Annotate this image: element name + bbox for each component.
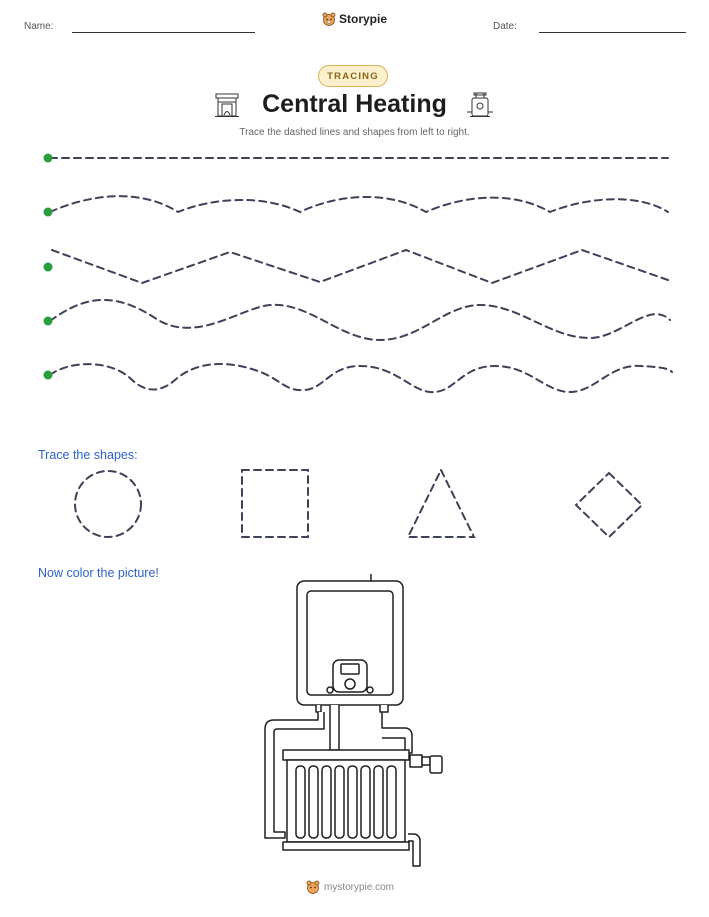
name-line[interactable]	[72, 32, 255, 33]
page-title: Central Heating	[262, 90, 447, 118]
storypie-logo-icon	[322, 12, 336, 26]
start-dot	[43, 262, 53, 272]
trace-square[interactable]	[241, 469, 309, 538]
tracing-line-zigzag[interactable]	[51, 248, 669, 285]
boiler-radiator-picture[interactable]	[255, 570, 455, 870]
date-line[interactable]	[539, 32, 686, 33]
trace-triangle[interactable]	[406, 467, 476, 538]
tracing-line-wave[interactable]	[49, 299, 671, 342]
date-label: Date:	[493, 21, 517, 32]
tracing-lines	[43, 153, 673, 394]
color-section-label: Now color the picture!	[38, 566, 159, 580]
shapes-section-label: Trace the shapes:	[38, 448, 138, 462]
fireplace-icon	[215, 93, 239, 117]
trace-circle[interactable]	[74, 470, 142, 538]
footer-site[interactable]: mystorypie.com	[324, 881, 395, 893]
tracing-line-gentle-wave[interactable]	[49, 195, 669, 214]
tracing-line-deep-wave[interactable]	[49, 363, 673, 394]
tracing-badge: TRACING	[318, 65, 388, 87]
page-subtitle: Trace the dashed lines and shapes from l…	[239, 127, 470, 138]
storypie-logo-icon	[306, 880, 320, 894]
trace-diamond[interactable]	[574, 471, 644, 539]
start-dot	[43, 153, 53, 163]
footer: mystorypie.com	[306, 880, 394, 894]
start-dot	[43, 370, 53, 380]
start-dot	[43, 316, 53, 326]
start-dot	[43, 207, 53, 217]
storypie-brand: Storypie	[322, 12, 387, 26]
tracing-shapes	[74, 467, 644, 539]
boiler-icon	[467, 92, 493, 117]
brand-name: Storypie	[339, 12, 388, 26]
name-label: Name:	[24, 21, 54, 32]
